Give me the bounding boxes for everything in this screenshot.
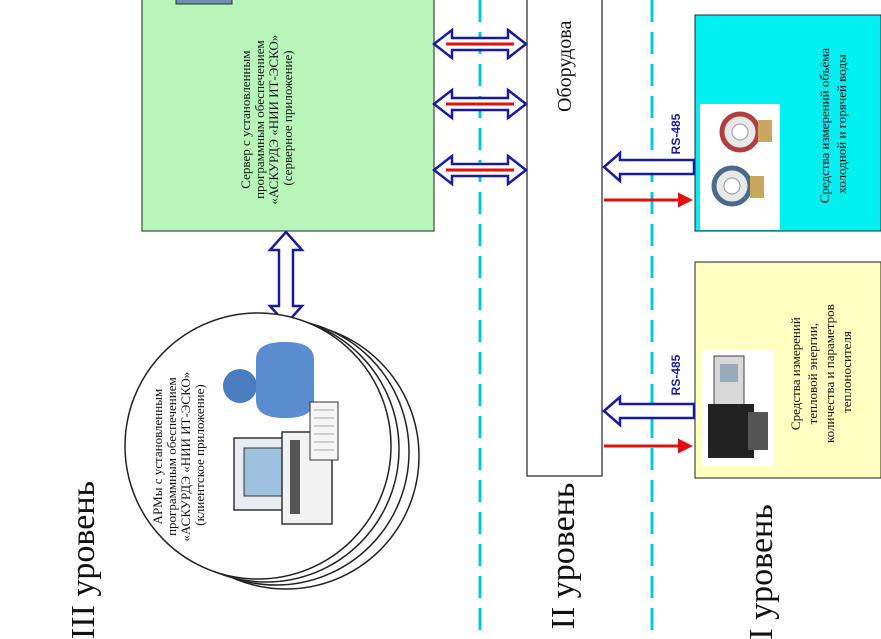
server-equipment-arrow-1 — [431, 27, 529, 61]
level-3-label: III уровень — [65, 481, 102, 639]
arm-caption: АРМы с установленным программным обеспеч… — [150, 368, 207, 541]
server-monitor-strip — [175, 0, 233, 5]
water-meter-caption: Средства измерений объёма холодной и гор… — [817, 45, 849, 204]
heat-meter-caption: Средства измерений тепловой энергии, кол… — [788, 301, 854, 443]
equipment-box — [526, 0, 603, 477]
equipment-label: Оборудова — [554, 21, 576, 112]
server-caption: Сервер с установленным программным обесп… — [238, 31, 295, 204]
rs485-label-heat: RS-485 — [669, 354, 683, 395]
server-equipment-arrow-3 — [431, 153, 529, 187]
computer-icon — [233, 401, 339, 525]
water-meter-icon — [711, 111, 772, 207]
server-box — [141, 0, 435, 232]
water-link-arrow-blue — [602, 150, 696, 184]
level-1-label: I уровень — [743, 504, 780, 639]
heat-link-arrow-blue — [602, 394, 696, 428]
rs485-label-water: RS-485 — [669, 113, 683, 154]
level-2-label: II уровень — [545, 483, 582, 630]
user-icon — [223, 342, 314, 418]
server-arm-link-arrow — [267, 230, 305, 326]
server-equipment-arrow-2 — [431, 87, 529, 121]
heat-meter-icon — [708, 355, 768, 458]
